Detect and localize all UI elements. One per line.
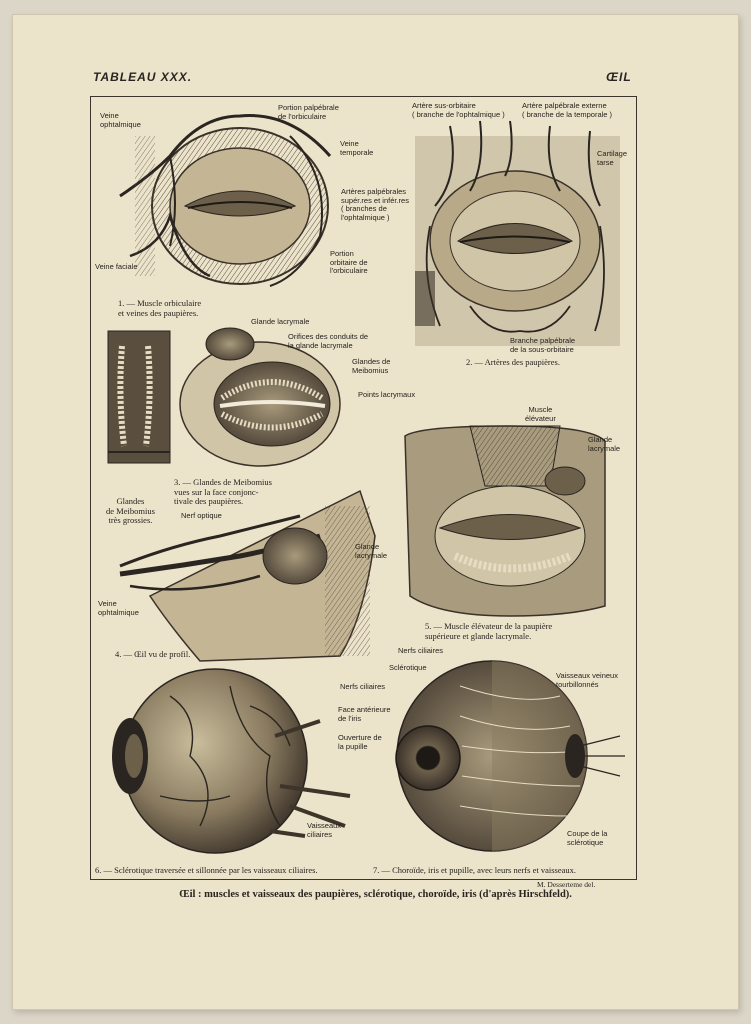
- label-branche-palpebrale: Branche palpébrale de la sous-orbitaire: [510, 336, 576, 354]
- label-glande-lacrymale-4: Glande lacrymale: [355, 542, 388, 560]
- label-vaisseaux-ciliaires: Vaisseaux ciliaires: [307, 821, 342, 839]
- plate-number: TABLEAU XXX.: [93, 70, 193, 84]
- label-face-anterieure-iris: Face antérieure de l'iris: [338, 705, 391, 723]
- plate-sheet: [12, 14, 739, 1010]
- caption-figure-1: 1. — Muscle orbiculaire et veines des pa…: [118, 298, 202, 318]
- engraver-credit: M. Desserteme del.: [537, 880, 596, 889]
- label-artere-palpebrale-externe: Artère palpébrale externe ( branche de l…: [522, 101, 613, 119]
- label-sclerotique: Sclérotique: [389, 663, 427, 672]
- label-arteres-palpebrales: Artères palpébrales supér.res et infér.r…: [341, 187, 409, 222]
- plate-subject: ŒIL: [606, 70, 632, 84]
- plate-title: Œil : muscles et vaisseaux des paupières…: [179, 889, 572, 900]
- label-muscle-elevateur: Muscle élévateur: [525, 405, 556, 423]
- label-orifices-conduits: Orifices des conduits de la glande lacry…: [288, 332, 369, 350]
- label-artere-sus-orbitaire: Artère sus-orbitaire ( branche de l'opht…: [412, 101, 505, 119]
- label-ouverture-pupille: Ouverture de la pupille: [338, 733, 382, 751]
- label-points-lacrymaux: Points lacrymaux: [358, 390, 416, 399]
- label-glandes-meibomius: Glandes de Meibomius: [352, 357, 391, 375]
- caption-figure-5: 5. — Muscle élévateur de la paupière sup…: [425, 621, 553, 641]
- figure-2-illustration: [415, 120, 620, 346]
- label-veine-ophtalmique: Veine ophtalmique: [100, 111, 141, 129]
- label-portion-palpebrale: Portion palpébrale de l'orbiculaire: [278, 103, 339, 121]
- label-nerfs-ciliaires-top: Nerfs ciliaires: [398, 646, 444, 655]
- label-nerfs-ciliaires: Nerfs ciliaires: [340, 682, 386, 691]
- caption-figure-7: 7. — Choroïde, iris et pupille, avec leu…: [373, 865, 576, 875]
- label-nerf-optique: Nerf optique: [181, 511, 222, 520]
- figure-5-illustration: [404, 425, 606, 617]
- label-veine-ophtalmique-4: Veine ophtalmique: [98, 599, 139, 617]
- figure-1-illustration: [119, 114, 332, 287]
- caption-figure-6: 6. — Sclérotique traversée et sillonnée …: [95, 865, 318, 875]
- figure-4-illustration: [119, 489, 376, 662]
- anatomical-illustrations: [107, 114, 625, 854]
- caption-figure-3: 3. — Glandes de Meibomius vues sur la fa…: [174, 477, 272, 506]
- plate-frame: [90, 96, 637, 880]
- label-veine-temporale: Veine temporale: [340, 139, 374, 157]
- label-vaisseaux-veineux: Vaisseaux veineux tourbillonnés: [556, 671, 618, 689]
- figure-6-illustration: [112, 668, 351, 854]
- caption-figure-4: 4. — Œil vu de profil.: [115, 649, 191, 659]
- label-portion-orbitaire: Portion orbitaire de l'orbiculaire: [330, 249, 368, 275]
- label-coupe-sclerotique: Coupe de la sclérotique: [567, 829, 608, 847]
- label-cartilage-tarse: Cartilage tarse: [597, 149, 628, 167]
- figure-3-illustration: [107, 327, 341, 467]
- label-glande-lacrymale-5: Glande lacrymale: [588, 435, 621, 453]
- caption-figure-2: 2. — Artères des paupières.: [466, 357, 560, 367]
- label-glande-lacrymale-3: Glande lacrymale: [251, 317, 310, 326]
- label-veine-faciale: Veine faciale: [95, 262, 138, 271]
- figure-7-illustration: [395, 660, 625, 852]
- label-glandes-grossies: Glandes de Meibomius très grossies.: [106, 496, 155, 525]
